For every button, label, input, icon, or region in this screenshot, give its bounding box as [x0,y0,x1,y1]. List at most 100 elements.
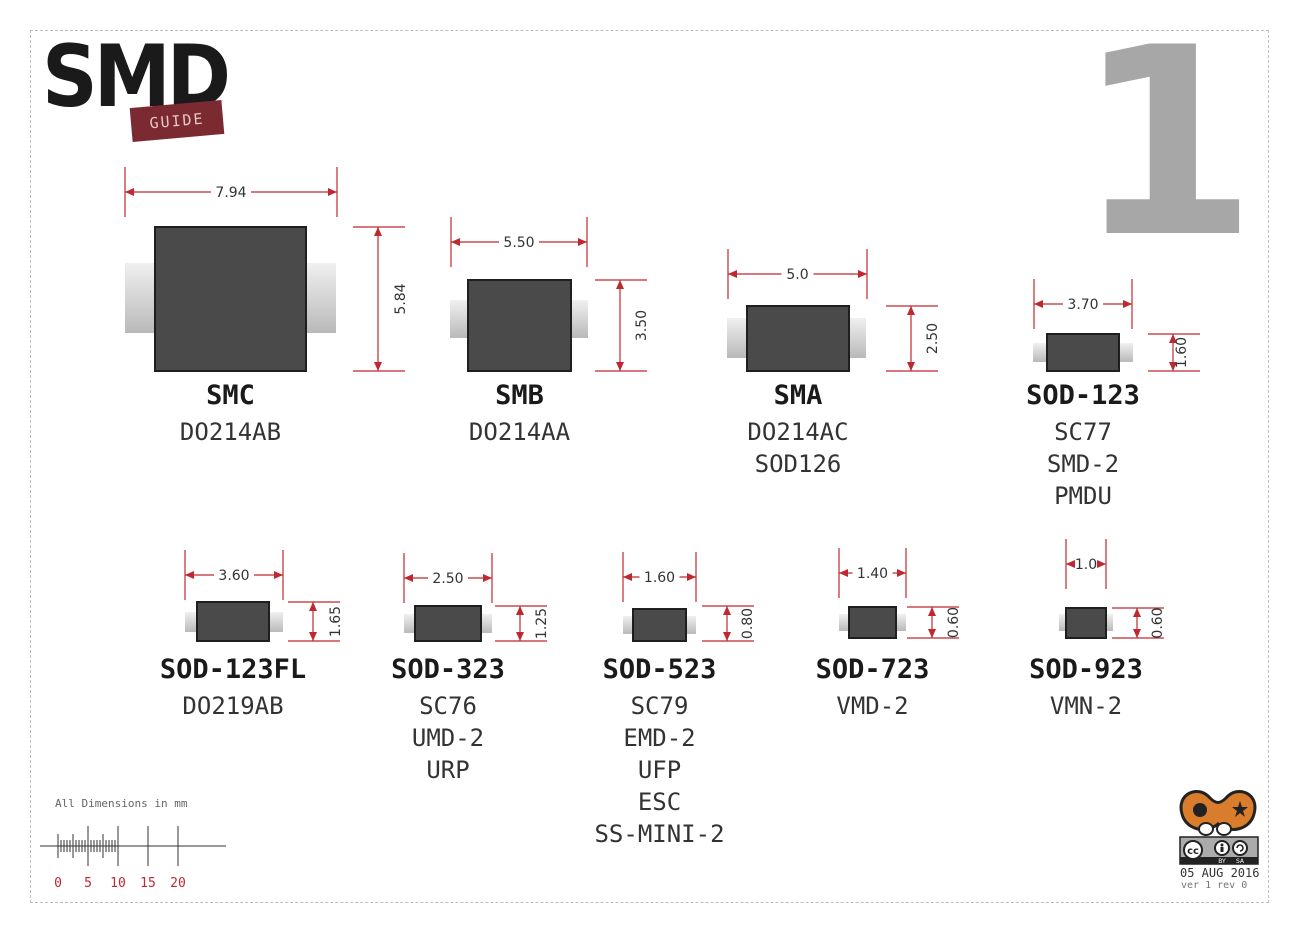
package-name: SOD-123FL [159,654,307,685]
height-dimension: 1.60 [1148,333,1200,372]
height-dimension: 1.25 [495,605,550,642]
package-alias: VMD-2 [836,692,909,720]
package-alias: DO214AA [468,418,571,446]
width-value: 5.50 [503,235,534,251]
height-value: 1.60 [1174,337,1190,368]
package-smc: 7.94 5.84 [124,167,409,372]
scale-label-15: 15 [140,876,156,891]
scale-label-5: 5 [84,876,92,891]
width-dimension: 1.60 [622,552,697,602]
package-name: SMC [206,380,255,411]
scale-label-10: 10 [110,876,126,891]
package-body [848,606,897,639]
package-alias: DO214AC [747,418,849,446]
height-value: 1.65 [328,606,344,637]
width-value: 1.0 [1075,557,1097,573]
height-value: 0.60 [1150,607,1166,638]
width-dimension: 1.0 [1065,539,1107,589]
package-alias: VMN-2 [1049,692,1123,720]
package-sod-323: 2.50 1.25 [403,553,550,642]
height-value: 5.84 [393,283,409,314]
svg-text:cc: cc [1187,846,1199,857]
package-body [154,226,307,372]
package-alias: SOD126 [754,450,842,478]
publish-date: 05 AUG 2016 [1180,866,1260,880]
sheet-border [30,30,1269,903]
height-dimension: 0.80 [702,605,756,642]
width-dimension: 5.0 [727,249,868,299]
height-dimension: 0.60 [1112,607,1166,639]
package-alias: DO219AB [182,692,284,720]
package-alias: URP [426,756,470,784]
height-dimension: 0.60 [907,606,962,639]
package-alias: EMD-2 [623,724,696,752]
package-sod-123: 3.70 1.60 [1033,279,1200,372]
width-value: 1.60 [644,570,675,586]
package-alias: ESC [637,788,682,816]
width-dimension: 5.50 [450,217,588,267]
version-label: ver 1 rev 0 [1181,880,1248,891]
width-value: 1.40 [857,566,888,582]
package-name: SOD-723 [815,654,930,685]
height-value: 0.80 [740,608,756,639]
package-alias: SC79 [630,692,689,720]
scale-label-0: 0 [54,876,62,891]
package-body [1065,607,1107,639]
package-sma: 5.0 2.50 [727,249,941,372]
package-alias: UMD-2 [411,724,485,752]
width-value: 7.94 [215,185,246,201]
package-smb: 5.50 3.50 [450,217,650,372]
package-body [632,608,687,642]
package-body [1046,333,1120,372]
height-value: 3.50 [634,310,650,341]
height-value: 1.25 [534,608,550,639]
package-name: SOD-523 [602,654,717,685]
package-sod-923: 1.0 0.60 [1059,539,1166,639]
width-dimension: 3.70 [1033,279,1133,329]
package-body [467,279,572,372]
height-dimension: 2.50 [886,305,941,372]
mascot-logo: cc BY SA [1179,790,1259,865]
height-dimension: 3.50 [595,279,650,372]
width-value: 3.70 [1067,297,1098,313]
package-alias: SC77 [1054,418,1112,446]
height-dimension: 5.84 [353,226,409,372]
width-value: 5.0 [786,267,808,283]
width-dimension: 2.50 [403,553,493,603]
package-alias: UFP [637,756,682,784]
package-alias: SC76 [419,692,477,720]
height-value: 0.60 [946,607,962,638]
package-body [414,605,482,642]
package-name: SMB [495,380,544,411]
package-alias: SS-MINI-2 [594,820,725,848]
width-dimension: 7.94 [124,167,338,217]
package-body [746,305,850,372]
sa-icon [1232,840,1248,856]
package-sod-123fl: 3.60 1.65 [184,550,344,642]
package-alias: DO214AB [179,418,282,446]
height-dimension: 1.65 [288,601,344,642]
by-icon [1214,840,1230,856]
cc-icon: cc [1183,840,1203,860]
package-name: SMA [773,380,823,411]
package-body [196,601,270,642]
scale-label-20: 20 [170,876,186,891]
dimensions-note: All Dimensions in mm [55,797,188,810]
width-dimension: 1.40 [838,548,907,598]
license-sa-label: SA [1236,858,1245,865]
package-sod-523: 1.60 0.80 [622,552,756,642]
package-name: SOD-923 [1029,654,1143,685]
package-name: SOD-123 [1026,380,1140,411]
page-number: 1 [1076,0,1257,295]
width-dimension: 3.60 [184,550,284,600]
height-value: 2.50 [925,323,941,354]
license-by-label: BY [1218,858,1226,865]
package-alias: PMDU [1054,482,1112,510]
width-value: 3.60 [218,568,249,584]
package-name: SOD-323 [391,654,505,685]
width-value: 2.50 [432,571,463,587]
package-sod-723: 1.40 0.60 [838,548,962,639]
package-alias: SMD-2 [1046,450,1120,478]
